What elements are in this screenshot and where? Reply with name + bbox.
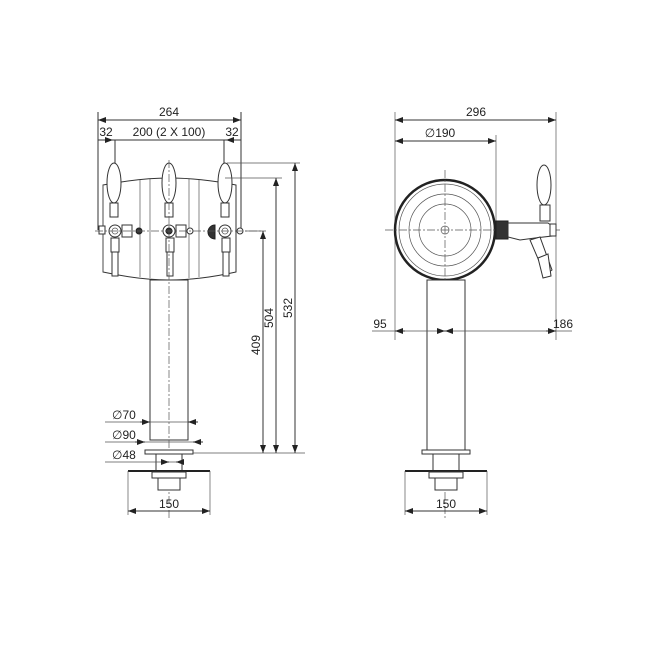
- dim-409: 409: [249, 335, 263, 355]
- dim-95: 95: [373, 317, 387, 331]
- dim-264: 264: [159, 105, 179, 119]
- dim-186: 186: [553, 317, 573, 331]
- dim-dia-70: ∅70: [112, 408, 136, 422]
- dimension-tap-spacing: 32 200 (2 X 100) 32: [98, 125, 241, 165]
- dim-dia-190: ∅190: [425, 126, 456, 140]
- dim-32-left: 32: [99, 125, 113, 139]
- tower-flange-side: [421, 449, 471, 455]
- dim-150-front: 150: [159, 497, 179, 511]
- dimension-overall-width: 264: [97, 105, 242, 230]
- dim-532: 532: [281, 298, 295, 318]
- dimension-heights: 532 504 409: [193, 162, 305, 454]
- dim-32-right: 32: [225, 125, 239, 139]
- tower-column-side: [426, 279, 466, 451]
- dim-200: 200 (2 X 100): [133, 125, 206, 139]
- dimension-base-side: 150: [404, 471, 488, 515]
- tower-flange: [144, 449, 194, 455]
- dim-dia-48: ∅48: [112, 448, 136, 462]
- dim-dia-90: ∅90: [112, 428, 136, 442]
- dimension-diameters: ∅70 ∅90 ∅48: [105, 408, 203, 465]
- dimension-base-front: 150: [127, 471, 211, 515]
- tap-right: [207, 162, 244, 277]
- tap-side: [495, 164, 557, 279]
- dimension-body-diameter: ∅190: [395, 126, 497, 225]
- dimension-offsets: 95 186: [372, 317, 573, 334]
- dim-150-side: 150: [436, 497, 456, 511]
- front-view: 264 32 200 (2 X 100) 32: [95, 105, 305, 520]
- dim-504: 504: [262, 308, 276, 328]
- side-view: 296 ∅190: [372, 105, 573, 520]
- dim-296: 296: [466, 105, 486, 119]
